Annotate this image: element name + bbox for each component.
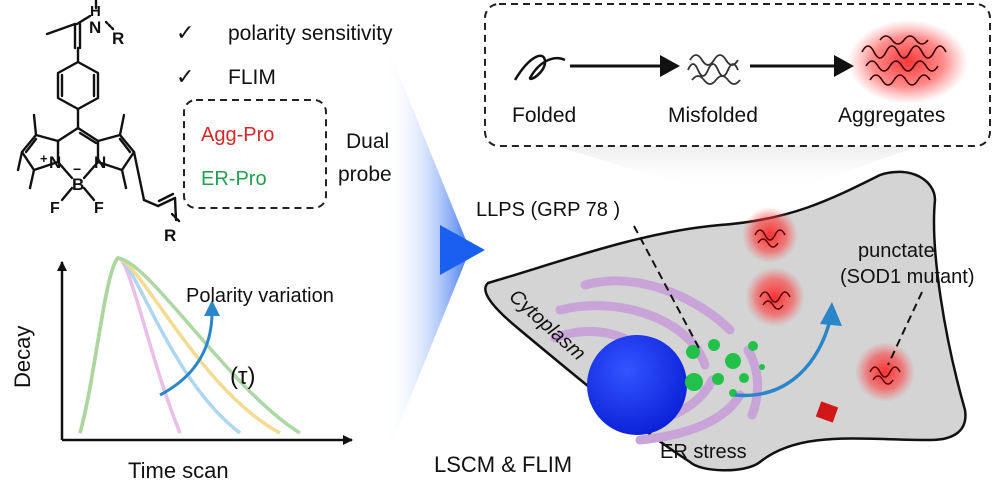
- amide-n-label: N: [89, 18, 101, 37]
- f-left-label: F: [50, 200, 60, 217]
- folded-protein-icon: [513, 54, 566, 81]
- feature-list: ✓ polarity sensitivity ✓ FLIM: [176, 20, 393, 89]
- cell: [484, 170, 967, 472]
- beam-arrow-tip: [440, 225, 485, 275]
- x-axis-label: Time scan: [128, 458, 229, 483]
- punctate-aggregates: [742, 207, 915, 423]
- decay-plot: Polarity variation (τ) Decay Time scan: [10, 256, 353, 483]
- aggregate-cluster-icon: [861, 35, 947, 86]
- misfolded-protein-icon: [687, 54, 741, 85]
- check-icon: ✓: [176, 20, 194, 45]
- check-icon: ✓: [176, 64, 194, 89]
- chemical-structure: [16, 0, 182, 224]
- minus-charge: −: [73, 161, 81, 177]
- zoom-fan: [520, 135, 950, 190]
- punctate-pointer-line: [887, 291, 923, 366]
- decay-curve-1: [78, 256, 182, 434]
- polarity-arrow: [159, 311, 214, 397]
- llps-condensates: [685, 339, 765, 397]
- punctate-label: punctate: [858, 240, 935, 262]
- polarity-arrow-head: [204, 300, 220, 316]
- aggregation-panel: Folded Misfolded Aggregates: [484, 3, 991, 190]
- y-axis-label: Decay: [10, 326, 35, 388]
- probe-er-pro: ER-Pro: [201, 168, 267, 190]
- feature-polarity-sensitivity: polarity sensitivity: [228, 22, 393, 45]
- misfolded-label: Misfolded: [668, 104, 758, 127]
- aggregate-glow: [848, 20, 968, 104]
- feature-flim: FLIM: [228, 66, 276, 89]
- method-label: LSCM & FLIM: [434, 452, 572, 477]
- dual-probe-label-line1: Dual: [346, 130, 389, 153]
- nucleus: [587, 335, 687, 435]
- f-right-label: F: [94, 200, 104, 217]
- r-group-bottom-label: R: [164, 226, 176, 245]
- excitation-beam: [385, 40, 485, 460]
- llps-label: LLPS (GRP 78 ): [476, 199, 620, 221]
- structure-atom-labels: N H R + N N − B F F R: [40, 3, 176, 245]
- amide-h-label: H: [90, 3, 101, 20]
- probe-agg-pro: Agg-Pro: [201, 124, 274, 146]
- tau-label: (τ): [230, 363, 255, 390]
- dual-probe-box: Agg-Pro ER-Pro Dual probe: [183, 99, 392, 209]
- punctate-sod1-label: (SOD1 mutant): [840, 266, 974, 288]
- er-stress-label: ER stress: [660, 441, 747, 463]
- llps-pointer-line: [633, 225, 701, 351]
- dual-probe-label-line2: probe: [338, 163, 392, 186]
- stress-arrow-head: [820, 302, 842, 326]
- decay-curve-4: [78, 256, 301, 435]
- polarity-variation-label: Polarity variation: [186, 285, 334, 307]
- stress-arrow: [734, 319, 832, 398]
- n-right-label: N: [94, 153, 106, 172]
- plus-charge: +: [40, 151, 48, 166]
- n-left-label: N: [49, 153, 61, 172]
- folded-label: Folded: [512, 104, 576, 127]
- aggregates-label: Aggregates: [838, 104, 945, 127]
- r-group-top-label: R: [112, 29, 124, 48]
- boron-label: B: [72, 175, 84, 194]
